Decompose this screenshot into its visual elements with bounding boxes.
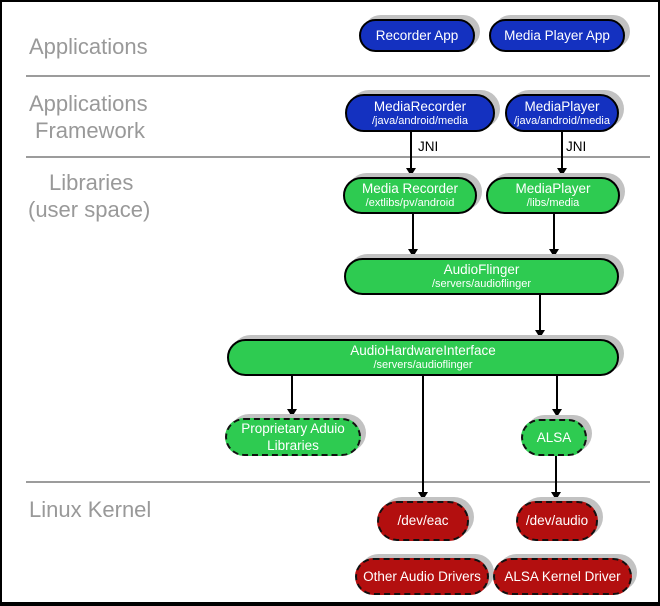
node-dev-eac: /dev/eac bbox=[377, 501, 469, 541]
node-media-recorder-library-title: Media Recorder bbox=[361, 181, 459, 196]
separator-libraries-kernel bbox=[26, 481, 650, 483]
node-audio-hardware-interface-path: /servers/audioflinger bbox=[373, 359, 473, 371]
arrow-mediaplayer-jni bbox=[557, 132, 567, 176]
arrow-hardwareinterface-to-proprietary bbox=[287, 376, 297, 417]
arrow-hardwareinterface-to-alsa bbox=[552, 376, 562, 417]
node-alsa-kernel-driver: ALSA Kernel Driver bbox=[493, 558, 632, 595]
arrow-audioflinger-to-hardwareinterface bbox=[535, 295, 545, 338]
node-media-player-app-title: Media Player App bbox=[504, 27, 610, 43]
node-media-player-app: Media Player App bbox=[489, 19, 625, 52]
arrow-hardwareinterface-to-dev-eac bbox=[418, 376, 428, 500]
node-mediaplayer-framework-title: MediaPlayer bbox=[524, 98, 600, 114]
node-media-recorder-library: Media Recorder /extlibs/pv/android bbox=[343, 177, 477, 214]
node-audio-hardware-interface: AudioHardwareInterface /servers/audiofli… bbox=[227, 339, 619, 376]
layer-label-applications-framework-line1: Applications bbox=[29, 91, 148, 116]
node-audioflinger-path: /servers/audioflinger bbox=[431, 278, 532, 290]
layer-label-applications-framework-line2: Framework bbox=[35, 118, 146, 143]
node-proprietary-audio-libraries-title: Proprietary Aduio Libraries bbox=[241, 421, 345, 453]
layer-label-linux-kernel: Linux Kernel bbox=[29, 497, 152, 522]
node-media-recorder-library-path: /extlibs/pv/android bbox=[365, 197, 455, 209]
jni-label-right: JNI bbox=[566, 139, 587, 154]
node-audioflinger: AudioFlinger /servers/audioflinger bbox=[344, 258, 619, 295]
node-other-audio-drivers-title: Other Audio Drivers bbox=[363, 568, 481, 584]
jni-label-left: JNI bbox=[418, 139, 439, 154]
node-dev-audio: /dev/audio bbox=[516, 501, 598, 541]
layer-label-applications: Applications bbox=[29, 34, 148, 59]
node-audio-hardware-interface-title: AudioHardwareInterface bbox=[350, 343, 496, 358]
arrow-mediaplayer-to-audioflinger bbox=[549, 214, 559, 257]
node-mediaplayer-library-title: MediaPlayer bbox=[515, 181, 591, 196]
separator-framework-libraries bbox=[26, 156, 650, 158]
arrow-mediarecorder-to-audioflinger bbox=[408, 214, 418, 257]
separator-applications-framework bbox=[26, 75, 650, 77]
node-mediarecorder-framework-path: /java/android/media bbox=[371, 114, 468, 127]
node-recorder-app: Recorder App bbox=[359, 19, 475, 52]
node-alsa-kernel-driver-title: ALSA Kernel Driver bbox=[504, 568, 621, 584]
arrow-alsa-to-dev-audio bbox=[551, 456, 561, 500]
node-dev-eac-title: /dev/eac bbox=[397, 513, 449, 528]
node-mediarecorder-framework-title: MediaRecorder bbox=[373, 98, 467, 114]
node-audioflinger-title: AudioFlinger bbox=[443, 262, 520, 277]
layer-label-libraries-line2: (user space) bbox=[28, 197, 151, 222]
node-proprietary-audio-libraries: Proprietary Aduio Libraries bbox=[225, 418, 361, 456]
node-other-audio-drivers: Other Audio Drivers bbox=[355, 558, 489, 595]
layer-label-libraries-line1: Libraries bbox=[49, 170, 134, 195]
node-mediaplayer-library-path: /libs/media bbox=[526, 197, 580, 209]
node-dev-audio-title: /dev/audio bbox=[525, 513, 589, 528]
node-alsa: ALSA bbox=[521, 419, 587, 456]
node-mediaplayer-framework: MediaPlayer /java/android/media bbox=[505, 94, 619, 132]
node-mediaplayer-library: MediaPlayer /libs/media bbox=[486, 177, 620, 214]
node-alsa-title: ALSA bbox=[536, 429, 572, 445]
node-recorder-app-title: Recorder App bbox=[375, 27, 459, 43]
node-mediaplayer-framework-path: /java/android/media bbox=[513, 114, 610, 127]
arrow-mediarecorder-jni bbox=[406, 132, 416, 176]
node-mediarecorder-framework: MediaRecorder /java/android/media bbox=[345, 94, 495, 132]
